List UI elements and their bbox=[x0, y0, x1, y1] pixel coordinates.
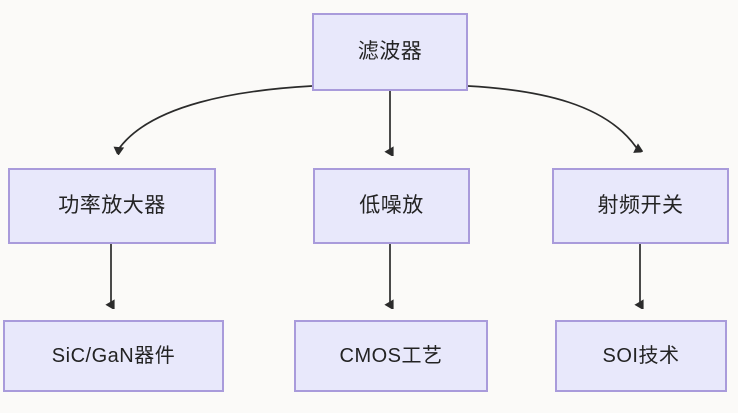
node-power-amplifier-label: 功率放大器 bbox=[58, 194, 166, 218]
node-rf-switch-label: 射频开关 bbox=[597, 194, 684, 218]
edge-root-to-pa bbox=[118, 85, 313, 150]
node-power-amplifier[interactable]: 功率放大器 bbox=[8, 168, 216, 244]
node-low-noise-amplifier-label: 低噪放 bbox=[359, 194, 424, 218]
node-cmos-process[interactable]: CMOS工艺 bbox=[294, 320, 488, 392]
node-filter-label: 滤波器 bbox=[357, 40, 423, 64]
node-filter[interactable]: 滤波器 bbox=[312, 13, 468, 91]
node-low-noise-amplifier[interactable]: 低噪放 bbox=[313, 168, 470, 244]
edge-root-to-rfsw bbox=[467, 85, 638, 150]
node-soi-technology-label: SOI技术 bbox=[602, 345, 680, 367]
node-cmos-process-label: CMOS工艺 bbox=[339, 345, 443, 367]
node-soi-technology[interactable]: SOI技术 bbox=[555, 320, 727, 392]
node-sic-gan-device[interactable]: SiC/GaN器件 bbox=[3, 320, 224, 392]
node-sic-gan-device-label: SiC/GaN器件 bbox=[51, 345, 176, 367]
node-rf-switch[interactable]: 射频开关 bbox=[552, 168, 729, 244]
